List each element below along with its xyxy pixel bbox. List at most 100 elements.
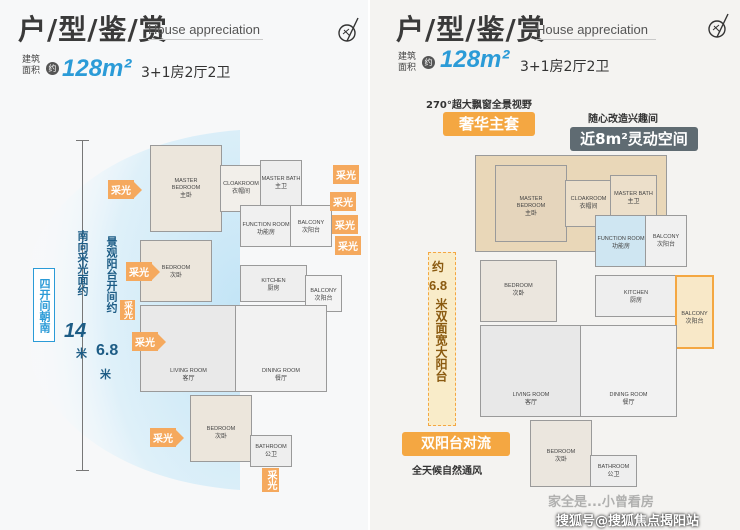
room-label-en: BEDROOM <box>504 283 533 289</box>
room-label-cn: 厨房 <box>267 285 280 292</box>
sun-arrow: 采光 <box>330 192 356 211</box>
right-panel: 户/型/鉴/赏 House appreciation 建筑面积 约 128m² … <box>370 0 740 530</box>
right-title: 户/型/鉴/赏 <box>396 13 546 46</box>
pen-nib-icon <box>338 17 359 42</box>
room-label-en: MASTER BATH <box>261 176 301 182</box>
title-underline <box>148 39 263 40</box>
sun-tag-label: 采光 <box>150 428 176 447</box>
balcony-yue: 约 <box>432 260 445 274</box>
room-label-en: DINING ROOM <box>262 368 300 374</box>
balcony-number: 6.8 <box>429 278 448 293</box>
room-label-cn: 主卫 <box>274 183 287 190</box>
room-label-cn: 次卧 <box>554 456 567 463</box>
sun-arrow: 采光 <box>332 215 358 234</box>
room-label-cn: 餐厅 <box>274 375 287 382</box>
room-label-cn: 客厅 <box>182 375 195 382</box>
yue-badge: 约 <box>422 56 435 69</box>
room-label-en: FUNCTION ROOM <box>242 222 290 228</box>
vertical-number-a: 14 <box>64 320 87 342</box>
yue-badge: 约 <box>46 62 59 75</box>
room-label-cn: 衣帽间 <box>231 188 250 195</box>
room-label-cn: 功能房 <box>611 243 630 250</box>
watermark: 搜狐号@搜狐焦点揭阳站 <box>556 514 700 529</box>
balcony-banner <box>428 252 456 426</box>
room-label-cn: 次卧 <box>214 433 227 440</box>
room-label-cn: 功能房 <box>256 229 275 236</box>
measure-line <box>82 140 83 470</box>
area-label: 建筑面积 <box>398 52 417 73</box>
room-label-cn: 公卫 <box>607 471 620 478</box>
room-label-cn: 次阳台 <box>301 227 320 234</box>
sun-tag-label: 采光 <box>132 332 158 351</box>
room-label-en: BALCONY <box>310 288 337 294</box>
room-label-cn: 主卧 <box>179 192 192 199</box>
right-title-en: House appreciation <box>536 22 649 37</box>
layout-value: 3+1房2厅2卫 <box>141 65 231 81</box>
room-label-en: BALCONY <box>681 311 708 317</box>
measure-cap-bottom <box>76 470 89 471</box>
balcony-text: 米双面宽大阳台 <box>434 298 448 382</box>
vertical-caption-b: 景观阳台开间约 <box>105 236 118 313</box>
room-label-en: KITCHEN <box>261 278 286 284</box>
sun-tag-label: 采光 <box>333 165 359 184</box>
room-label-cn: 次卧 <box>169 272 182 279</box>
room-label-en: LIVING ROOM <box>170 368 207 374</box>
left-title-en: House appreciation <box>148 22 261 37</box>
room-label-cn: 主卫 <box>627 198 640 205</box>
measure-cap-top <box>76 140 89 141</box>
pen-nib-icon <box>708 13 729 38</box>
room-label-en: DINING ROOM <box>609 392 648 398</box>
room-label-en: CLOAKROOM <box>223 181 259 187</box>
room-label-cn: 餐厅 <box>622 399 635 406</box>
room-label-cn: 次阳台 <box>685 318 704 325</box>
room-label-en: LIVING ROOM <box>512 392 550 398</box>
room-label-en: BEDROOM <box>161 265 191 271</box>
area-label: 建筑面积 <box>22 55 41 76</box>
layout-value: 3+1房2厅2卫 <box>520 59 610 75</box>
sun-arrow: 采光 <box>333 165 359 184</box>
sun-tag-vertical: 采光 <box>120 300 135 320</box>
double-balcony-tag: 双阳台对流 <box>402 432 510 456</box>
room-label-cn: 客厅 <box>524 399 537 406</box>
arrow-right-icon <box>158 333 166 350</box>
master-callout: 奢华主套 <box>443 112 535 136</box>
sun-tag-vertical: 采光 <box>262 468 279 492</box>
sun-tag-label: 采光 <box>330 192 356 211</box>
flex-callout: 近8m²灵动空间 <box>570 127 698 151</box>
room-label-cn: 厨房 <box>629 297 642 304</box>
room-label-cn: 次阳台 <box>656 241 675 248</box>
room-label-en: FUNCTION ROOM <box>597 236 645 242</box>
room-label-en: MASTER BATH <box>614 191 653 197</box>
area-value: 128m² <box>62 55 132 82</box>
room-label-en: CLOAKROOM <box>570 196 607 202</box>
arrow-right-icon <box>134 181 142 198</box>
master-callout-caption: 270°超大飘窗全景视野 <box>426 100 532 111</box>
room-label-en: KITCHEN <box>623 290 649 296</box>
room-label-cn: 公卫 <box>264 451 277 458</box>
flex-callout-caption: 随心改造兴趣间 <box>588 114 658 125</box>
sun-arrow: 采光 <box>335 236 361 255</box>
sun-arrow: 采光 <box>150 428 184 447</box>
arrow-right-icon <box>152 263 160 280</box>
sun-tag-label: 采光 <box>108 180 134 199</box>
area-value: 128m² <box>440 46 510 73</box>
room-label-en: BEDROOM <box>206 426 236 432</box>
title-underline <box>536 39 656 40</box>
room-label-en: BATHROOM <box>597 464 630 470</box>
room-label-cn: 次阳台 <box>314 295 333 302</box>
sun-tag-label: 采光 <box>335 236 361 255</box>
